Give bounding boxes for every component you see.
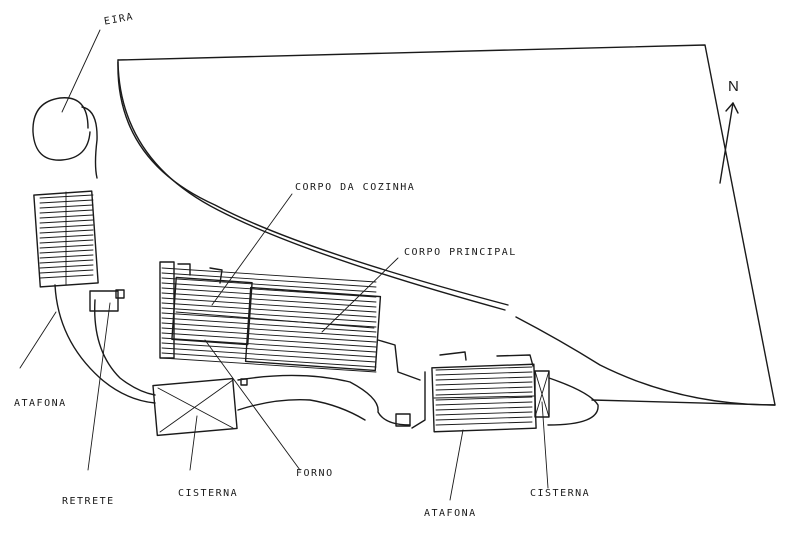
roof-hatch-line — [435, 391, 533, 396]
roof-hatch-line — [161, 297, 377, 313]
east-building — [395, 351, 599, 433]
roof-hatch-line — [39, 244, 94, 249]
roof-hatch-line — [39, 194, 94, 199]
roof-hatch-line — [161, 347, 377, 363]
roof-hatch-line — [161, 282, 377, 298]
north-arrow-icon — [719, 102, 739, 184]
roof-hatch-line — [435, 366, 533, 371]
roof-hatch-line — [161, 267, 377, 283]
roof-hatch-line — [435, 411, 533, 416]
roof-hatch-line — [161, 292, 377, 308]
label-forno: FORNO — [296, 468, 334, 479]
roof-hatch-line — [39, 229, 94, 234]
eira-circle — [32, 97, 98, 179]
roof-hatch-line — [39, 254, 94, 259]
forno-mark — [240, 378, 248, 386]
curved-path — [54, 284, 411, 426]
label-cisterna-right: CISTERNA — [530, 488, 591, 499]
cisterna-left — [152, 377, 238, 437]
property-boundary — [117, 44, 776, 406]
roof-hatch-line — [161, 277, 377, 293]
main-building — [159, 261, 421, 381]
roof-hatch-line — [161, 322, 377, 338]
roof-hatch-line — [435, 371, 533, 376]
roof-hatch-line — [435, 416, 533, 421]
roof-hatch-line — [435, 381, 533, 386]
roof-hatch-line — [39, 264, 94, 269]
roof-hatch-line — [161, 307, 377, 323]
roof-hatch-line — [435, 376, 533, 381]
roof-hatch-line — [435, 401, 533, 406]
roof-hatch-line — [161, 332, 377, 348]
roof-hatch-line — [39, 204, 94, 209]
roof-hatch-line — [39, 224, 94, 229]
roof-hatch-line — [161, 327, 377, 343]
roof-hatch-line — [435, 386, 533, 391]
roof-hatch-line — [161, 287, 377, 303]
roof-hatch-line — [161, 312, 377, 328]
label-cisterna-left: CISTERNA — [178, 488, 239, 499]
roof-hatch-line — [39, 219, 94, 224]
label-retrete: RETRETE — [62, 496, 115, 507]
roof-hatch-line — [435, 421, 533, 426]
roof-hatch-line — [39, 234, 94, 239]
label-atafona-right: ATAFONA — [424, 508, 477, 519]
roof-hatch-line — [39, 209, 94, 214]
roof-hatch-line — [39, 214, 94, 219]
roof-hatch-line — [39, 269, 94, 274]
roof-hatch-line — [161, 272, 377, 288]
label-corpo-principal: CORPO PRINCIPAL — [404, 247, 517, 258]
roof-hatch-line — [161, 317, 377, 333]
roof-hatch-line — [39, 274, 94, 279]
label-corpo-da-cozinha: CORPO DA COZINHA — [295, 182, 416, 193]
leader-lines — [19, 29, 549, 501]
label-atafona-left: ATAFONA — [14, 398, 67, 409]
atafona-left-block — [33, 190, 99, 288]
roof-hatch-line — [39, 239, 94, 244]
roof-hatch-line — [39, 199, 94, 204]
roof-hatch-line — [161, 357, 377, 373]
roof-hatch-line — [161, 342, 377, 358]
retrete-box — [89, 289, 125, 312]
label-north: N — [728, 78, 739, 95]
roof-hatch-line — [39, 249, 94, 254]
roof-hatch-line — [435, 406, 533, 411]
roof-hatch-line — [435, 396, 533, 401]
roof-hatch-line — [161, 337, 377, 353]
roof-hatch-line — [161, 352, 377, 368]
roof-hatch-line — [39, 259, 94, 264]
